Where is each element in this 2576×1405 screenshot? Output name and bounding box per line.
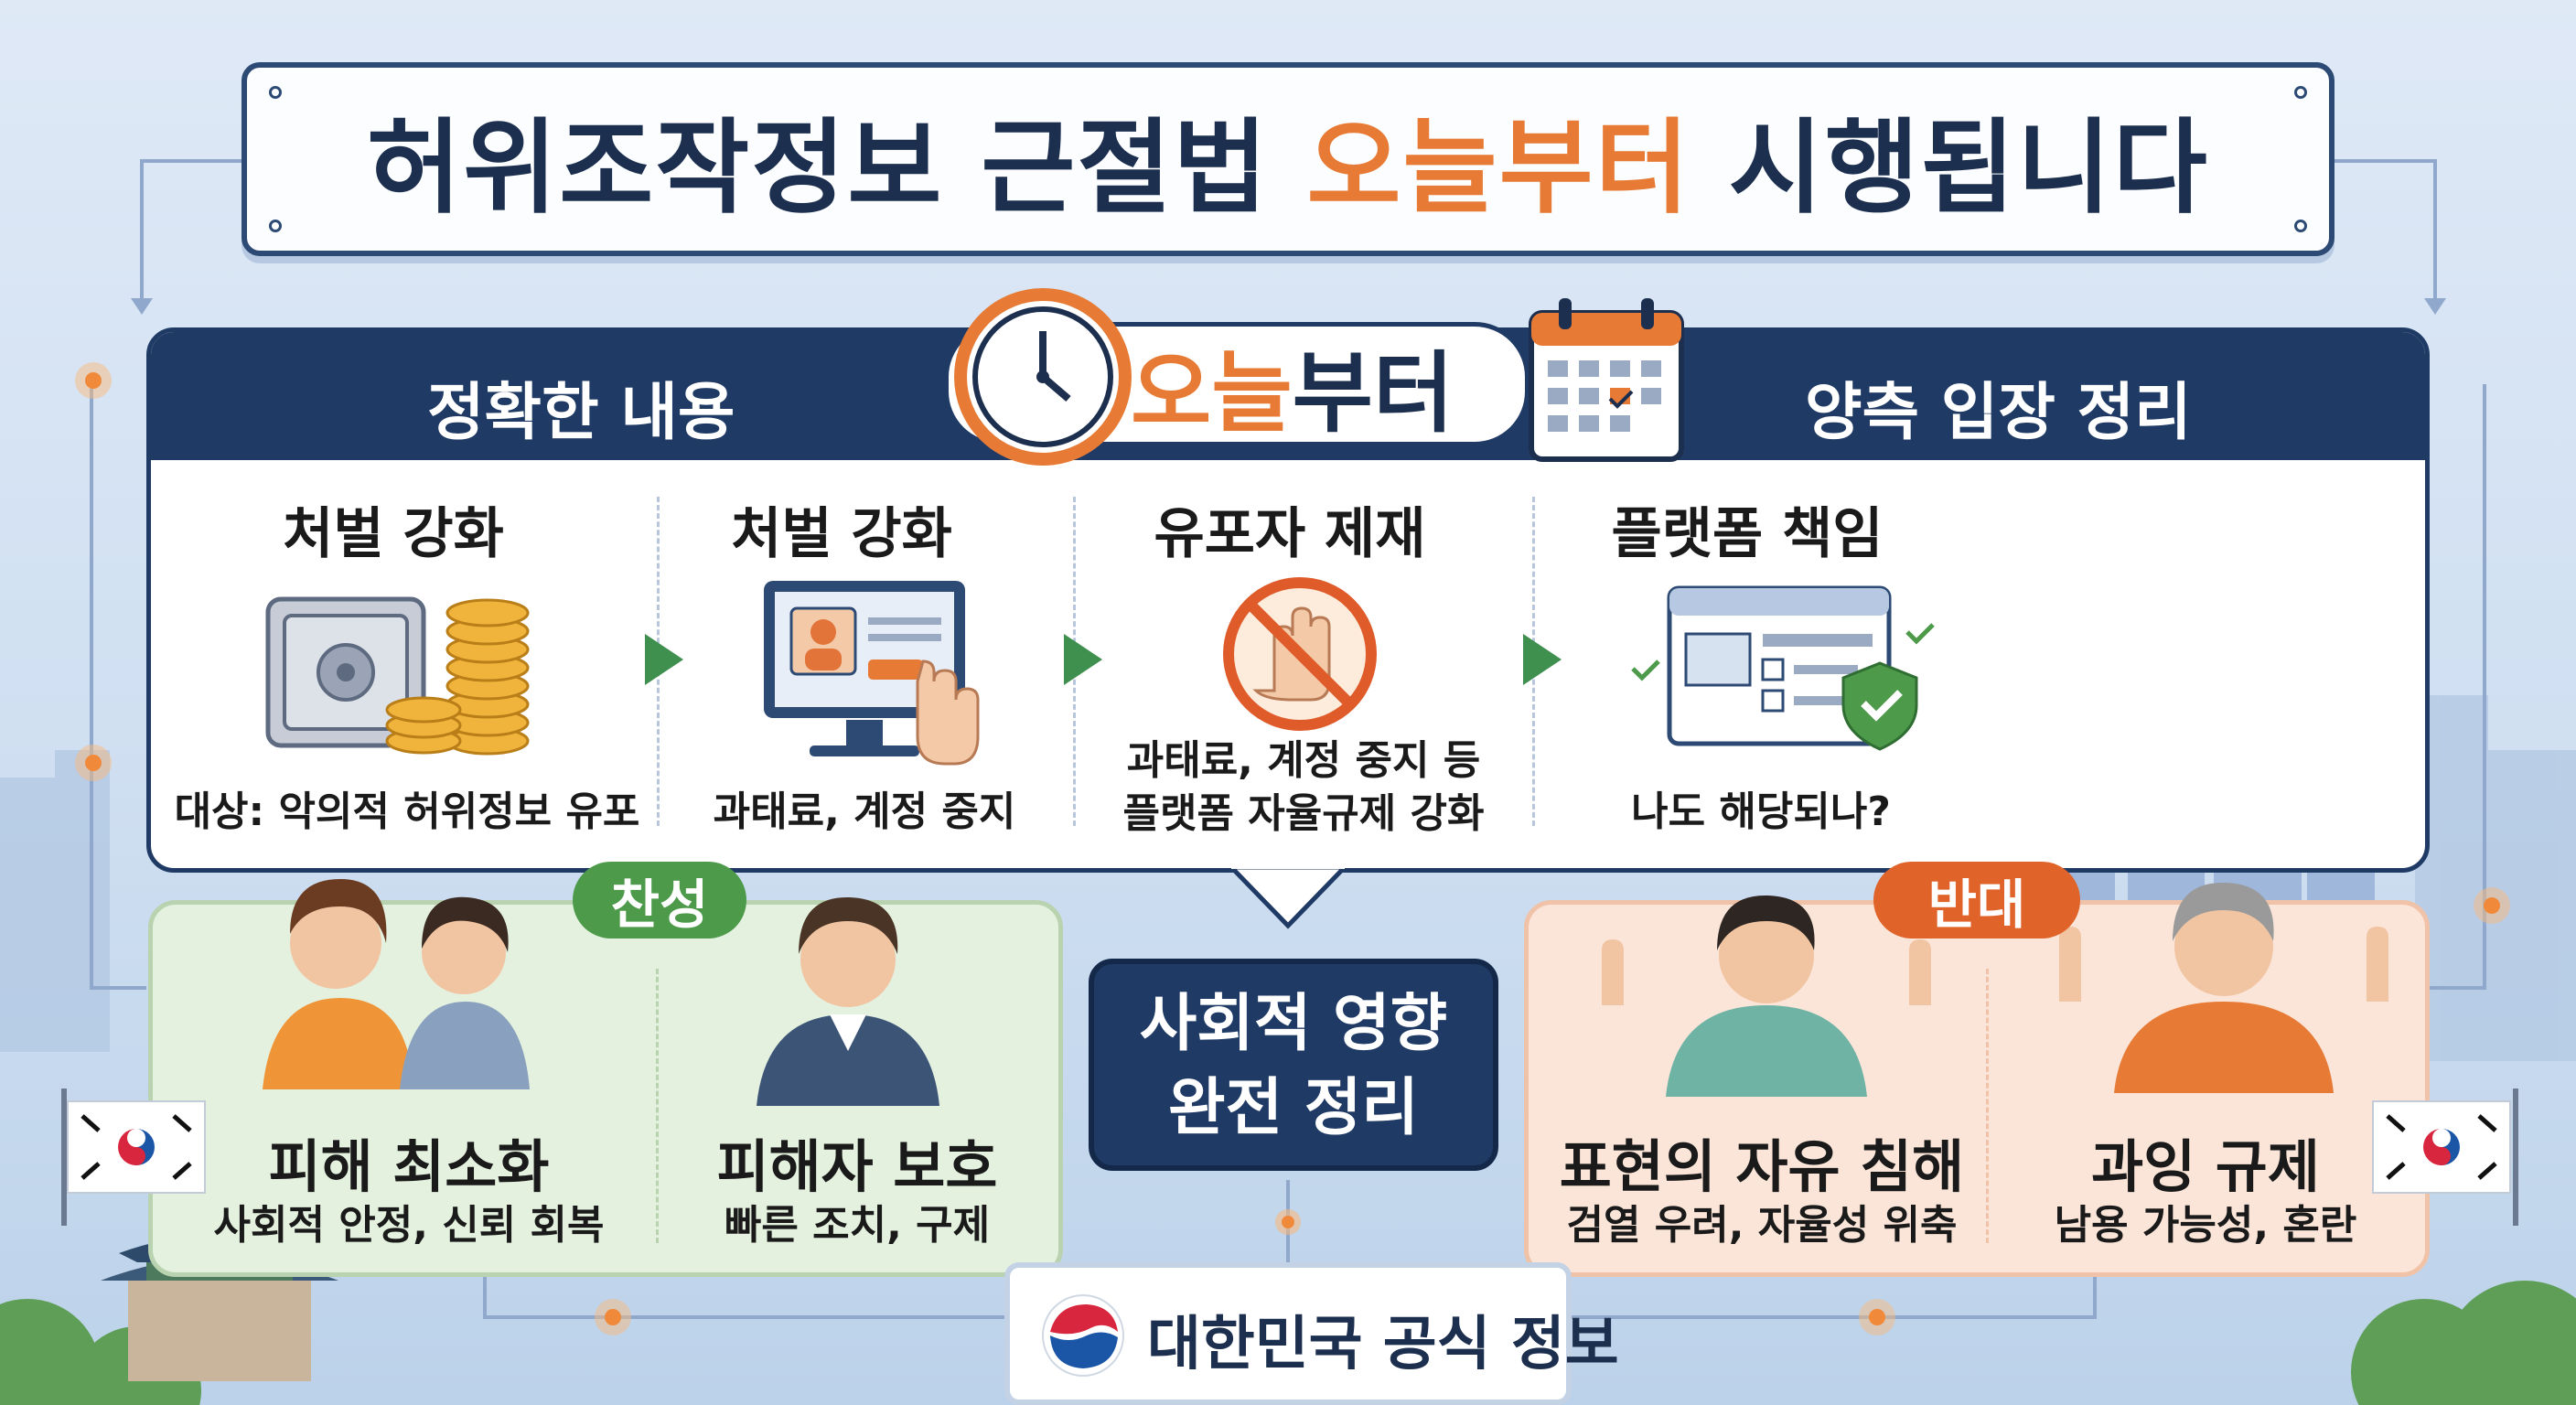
corner-dot: [269, 86, 282, 99]
con-label-pill: 반대: [1873, 862, 2080, 938]
clock-icon: [954, 288, 1132, 466]
government-emblem-icon: [1042, 1294, 1124, 1377]
step-2-desc: 과태료, 계정 중지: [713, 788, 1016, 835]
arrow-right-icon: [1523, 634, 1562, 685]
pro-divider: [656, 969, 659, 1243]
center-line-1: 사회적 영향: [1139, 988, 1448, 1060]
pro-item-1-desc: 사회적 안정, 신뢰 회복: [213, 1202, 605, 1249]
header-left-label: 정확한 내용: [427, 377, 735, 449]
con-item-2-desc: 남용 가능성, 혼란: [2054, 1202, 2357, 1249]
step-1-desc: 대상: 악의적 허위정보 유포: [174, 788, 640, 835]
corner-dot: [2294, 220, 2307, 232]
step-4-title: 플랫폼 책임: [1611, 502, 1884, 566]
pro-label-pill: 찬성: [573, 862, 746, 938]
center-line-2: 완전 정리: [1168, 1072, 1419, 1144]
step-3-desc: 과태료, 계정 중지 등 플랫폼 자율규제 강화: [1122, 737, 1485, 837]
step-2-title: 처벌 강화: [731, 502, 952, 566]
title-part2: 시행됩니다: [1690, 109, 2209, 228]
korean-flag-icon: [61, 1089, 206, 1226]
center-summary-box: 사회적 영향 완전 정리: [1089, 959, 1498, 1171]
header-right-label: 양측 입장 정리: [1805, 377, 2192, 449]
today-label: 오늘부터: [1131, 322, 1454, 449]
today-first: 오늘: [1131, 342, 1293, 445]
step-3-title: 유포자 제재: [1154, 502, 1426, 566]
con-item-1-title: 표현의 자유 침해: [1559, 1133, 1965, 1200]
computer-click-icon: [764, 581, 980, 766]
page-title: 허위조작정보 근절법 오늘부터 시행됩니다: [367, 85, 2209, 233]
safe-coins-icon: [265, 596, 530, 756]
title-banner: 허위조작정보 근절법 오늘부터 시행됩니다: [242, 62, 2334, 256]
official-label: 대한민국 공식 정보: [1147, 1311, 1619, 1378]
korean-flag-icon: [2372, 1089, 2518, 1226]
pro-panel: 피해 최소화 사회적 안정, 신뢰 회복 피해자 보호 빠른 조치, 구제: [148, 879, 1063, 1277]
pointer-arrow: [1231, 867, 1345, 929]
con-item-2-title: 과잉 규제: [2091, 1133, 2320, 1200]
con-elder-illustration: [2059, 882, 2388, 1093]
corner-dot: [269, 220, 282, 232]
title-part1: 허위조작정보 근절법: [367, 109, 1307, 228]
pro-item-2-desc: 빠른 조치, 구제: [724, 1202, 991, 1249]
pro-man-illustration: [757, 896, 939, 1106]
con-divider: [1986, 969, 1989, 1243]
con-item-1-desc: 검열 우려, 자율성 위축: [1566, 1202, 1958, 1249]
step-4-desc: 나도 해당되나?: [1631, 788, 1891, 835]
no-hand-icon: [1223, 577, 1377, 731]
step-1-title: 처벌 강화: [283, 502, 504, 566]
con-panel: 표현의 자유 침해 검열 우려, 자율성 위축 과잉 규제 남용 가능성, 혼란: [1524, 882, 2430, 1277]
pro-item-1-title: 피해 최소화: [268, 1133, 550, 1200]
calendar-icon: [1529, 298, 1684, 462]
title-highlight: 오늘부터: [1306, 109, 1691, 228]
today-rest: 부터: [1292, 342, 1454, 445]
con-man-illustration: [1602, 895, 1931, 1097]
corner-dot: [2294, 86, 2307, 99]
pro-item-2-title: 피해자 보호: [716, 1133, 998, 1200]
browser-check-icon: [1631, 585, 1935, 751]
arrow-right-icon: [645, 634, 683, 685]
arrow-right-icon: [1064, 634, 1102, 685]
pro-people-illustration: [263, 879, 530, 1089]
